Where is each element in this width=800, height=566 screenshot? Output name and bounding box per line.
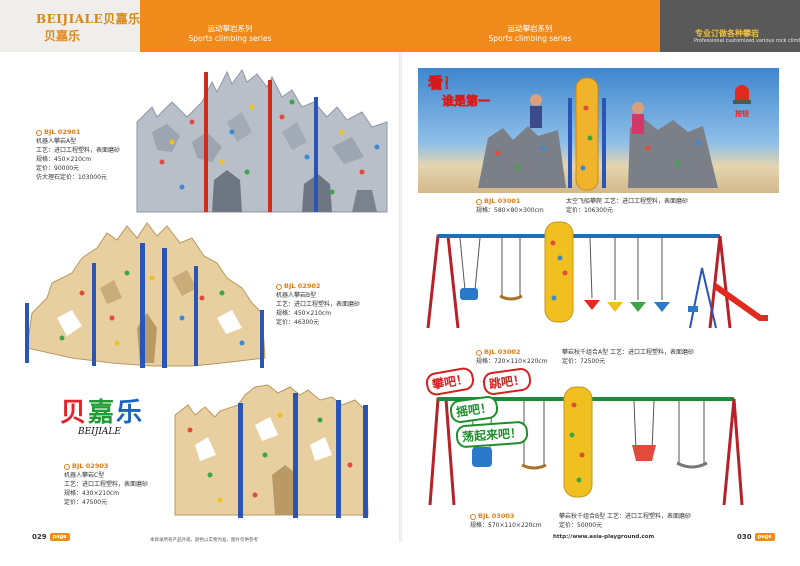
spaceship-climb-photo [478,77,718,191]
product-image-bjl02903 [174,384,369,518]
product-label-bjl02901: BJL 02901 机器人攀岩A型 工艺：进口工程塑料，表面磨砂 规格：450×… [36,128,120,182]
product-craft: 工艺：进口工程塑料，表面磨砂 [36,147,121,154]
footer-note: 本目录所有产品外观、颜色以实物为准，图片仅供参考 [150,538,258,543]
code-bullet-icon [476,349,482,356]
product-label-bjl02902: BJL 02902 机器人攀岩B型 工艺：进口工程塑料，表面磨砂 规格：450×… [276,282,360,327]
series-title-left-cn: 运动攀岩系列 [207,24,253,33]
product-name: 机器人攀岩B型 [276,292,317,299]
product-craft: 工艺：进口工程塑料，表面磨砂 [64,481,149,488]
product-size: 规格：580×80×300cm [476,207,544,214]
series-title-left-en: Sports climbing series [188,34,272,43]
product-size: 规格：450×210cm [276,310,332,317]
product-label-bjl03003: BJL 03003 规格：570×110×220cm [470,512,542,530]
product-craft: 工艺：进口工程塑料，表面磨砂 [607,513,692,520]
page-number-right-value: 030 [737,533,752,541]
product-size: 规格：430×210cm [64,490,120,497]
product-image-bjl03002 [426,221,768,329]
photo-button-label: 按钮 [735,110,749,118]
product-craft: 工艺：进口工程塑料，表面磨砂 [610,349,695,356]
product-name: 机器人攀岩A型 [36,138,77,145]
beijiale-logo: 贝嘉乐 [60,392,144,429]
product-image-bjl02902 [25,222,266,368]
photo-who-first: 谁是第一 [442,94,491,109]
product-size: 规格：720×110×220cm [476,358,548,365]
product-label-bjl02903: BJL 02903 机器人攀岩C型 工艺：进口工程塑料，表面磨砂 规格：430×… [64,462,148,507]
product-price: 定价：47500元 [64,499,108,506]
beijiale-logo-en: BEIJIALE [78,427,121,437]
product-size: 规格：570×110×220cm [470,522,542,529]
pro-title: 专业订做各种攀岩 [695,29,759,38]
product-name: 太空飞船攀爬 [566,198,603,205]
product-craft: 工艺：进口工程塑料，表面磨砂 [276,301,361,308]
code-bullet-icon [64,463,70,470]
beijiale-char-2: 嘉 [88,398,117,428]
product-label-bjl03001-detail: 太空飞船攀爬 工艺：进口工程塑料，表面磨砂 定价：106300元 [566,197,688,215]
series-title-right: 运动攀岩系列 Sports climbing series [460,24,600,44]
code-bullet-icon [476,198,482,205]
alarm-button-icon [733,85,751,104]
beijiale-char-3: 乐 [116,398,145,428]
product-size: 规格：450×210cm [36,156,92,163]
pro-subtitle: Professional customized various rock cli… [694,38,800,44]
product-code: BJL 02901 [44,128,81,136]
product-code: BJL 03002 [484,348,521,356]
page-number-left-value: 029 [32,533,47,541]
brand-logo: BEIJIALE贝嘉乐 [36,12,141,26]
product-code: BJL 03001 [484,197,521,205]
product-label-bjl03002: BJL 03002 规格：720×110×220cm [476,348,548,366]
product-label-bjl03003-detail: 攀岩秋千组合B型 工艺：进口工程塑料，表面磨砂 定价：50000元 [559,512,691,530]
series-title-left: 运动攀岩系列 Sports climbing series [160,24,300,44]
footer-url[interactable]: http://www.asia-playground.com [553,534,655,540]
code-bullet-icon [36,129,42,136]
brand-logo-cn: 贝嘉乐 [44,29,81,43]
product-name: 攀岩秋千组合B型 [559,513,606,520]
beijiale-char-1: 贝 [60,398,89,428]
product-craft: 工艺：进口工程塑料，表面磨砂 [603,198,688,205]
product-name: 机器人攀岩C型 [64,472,105,479]
series-title-right-cn: 运动攀岩系列 [507,24,553,33]
product-label-bjl03001: BJL 03001 规格：580×80×300cm [476,197,544,215]
product-price: 定价：46300元 [276,319,320,326]
product-price: 定价：106300元 [566,207,613,214]
page-badge-right: page [754,533,775,541]
product-code: BJL 02902 [284,282,321,290]
product-price: 定价：50000元 [559,522,603,529]
logo-block: BEIJIALE贝嘉乐 贝嘉乐 [0,0,140,52]
product-price: 定价：90000元 [36,165,80,172]
product-image-bjl02901 [136,68,388,213]
header-band [140,0,660,52]
page-spine [399,52,402,542]
page-badge-left: page [49,533,70,541]
product-label-bjl03002-detail: 攀岩秋千组合A型 工艺：进口工程塑料，表面磨砂 定价：72500元 [562,348,694,366]
code-bullet-icon [470,513,476,520]
product-code: BJL 02903 [72,462,109,470]
product-price: 定价：72500元 [562,358,606,365]
product-price-extra: 仿大理石定价：103000元 [36,174,107,181]
product-code: BJL 03003 [478,512,515,520]
page-header: BEIJIALE贝嘉乐 贝嘉乐 运动攀岩系列 Sports climbing s… [0,0,800,52]
series-title-right-en: Sports climbing series [488,34,572,43]
photo-look-text: 看！ [428,74,459,93]
product-name: 攀岩秋千组合A型 [562,349,609,356]
code-bullet-icon [276,283,282,290]
header-grey-block [660,0,800,52]
product-photo-bjl03001 [418,68,779,193]
